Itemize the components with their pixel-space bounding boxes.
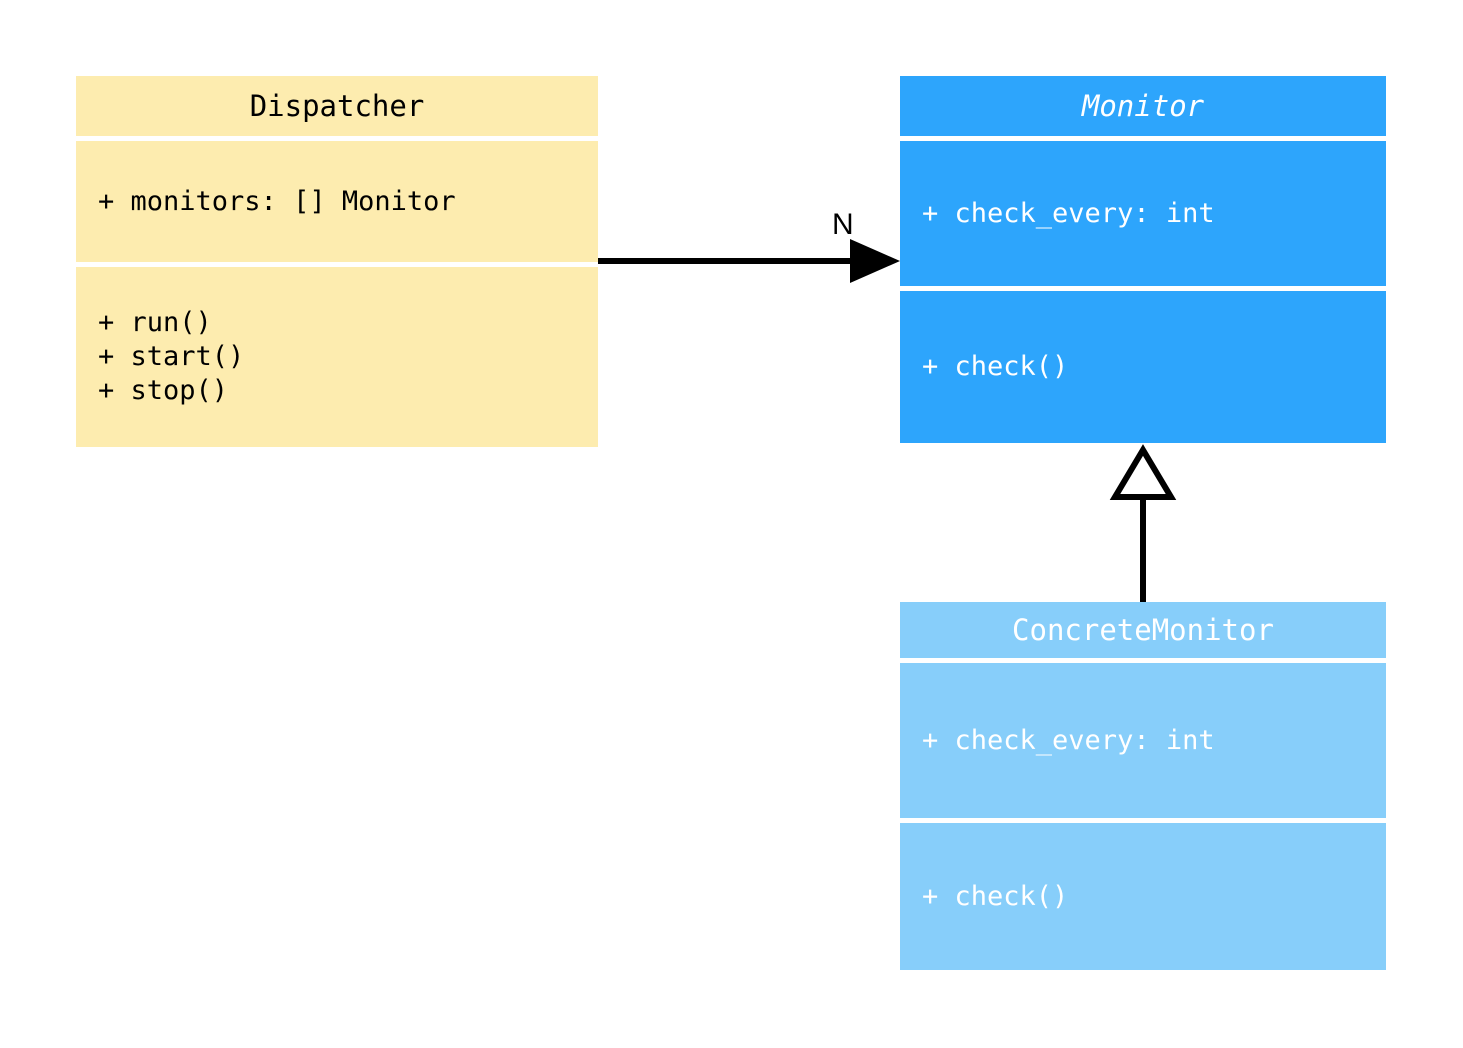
method-item: + start() xyxy=(98,341,245,372)
compartment-divider xyxy=(900,658,1386,663)
attributes-compartment-dispatcher: + monitors: [] Monitor xyxy=(76,141,598,262)
class-title-dispatcher: Dispatcher xyxy=(76,76,598,136)
methods-compartment-concrete-monitor: + check() xyxy=(900,823,1386,970)
compartment-divider xyxy=(900,136,1386,141)
class-box-dispatcher[interactable]: Dispatcher + monitors: [] Monitor + run(… xyxy=(76,76,598,447)
method-item: + check() xyxy=(922,880,1069,912)
attribute-item: + check_every: int xyxy=(922,197,1215,229)
attributes-compartment-monitor: + check_every: int xyxy=(900,141,1386,286)
class-title-concrete-monitor: ConcreteMonitor xyxy=(900,602,1386,658)
generalization-arrow-concrete-monitor xyxy=(1109,444,1177,602)
methods-compartment-dispatcher: + run() + start() + stop() xyxy=(76,267,598,447)
method-item: + run() xyxy=(98,307,212,338)
method-item: + check() xyxy=(922,351,1069,382)
attribute-item: + monitors: [] Monitor xyxy=(98,185,456,217)
method-item: + stop() xyxy=(98,375,229,406)
class-title-monitor: Monitor xyxy=(900,76,1386,136)
class-box-monitor[interactable]: Monitor + check_every: int + check() xyxy=(900,76,1386,443)
class-box-concrete-monitor[interactable]: ConcreteMonitor + check_every: int + che… xyxy=(900,602,1386,970)
methods-compartment-monitor: + check() xyxy=(900,291,1386,443)
compartment-divider xyxy=(900,286,1386,291)
attribute-item: + check_every: int xyxy=(922,724,1215,756)
compartment-divider xyxy=(76,136,598,141)
association-arrow-dispatcher-monitor xyxy=(598,239,900,283)
compartment-divider xyxy=(76,262,598,267)
compartment-divider xyxy=(900,818,1386,823)
multiplicity-label-n: N xyxy=(832,208,854,241)
attributes-compartment-concrete-monitor: + check_every: int xyxy=(900,663,1386,818)
